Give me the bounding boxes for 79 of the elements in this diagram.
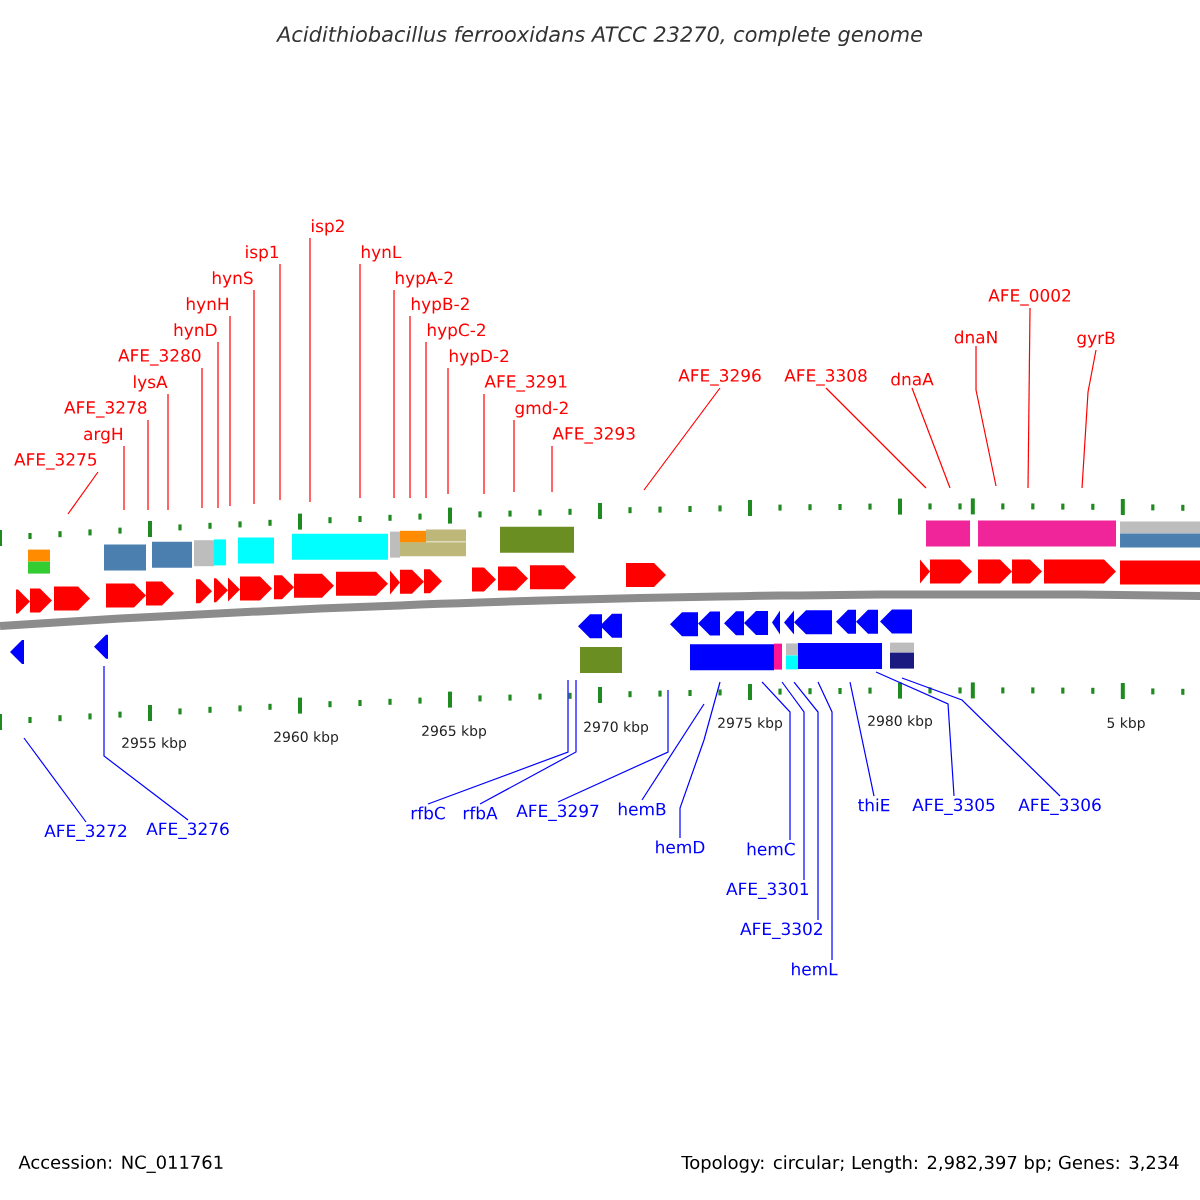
leader-line: [551, 445, 553, 493]
gene-label: hynL: [361, 245, 402, 262]
gene-label: dnaA: [891, 372, 934, 386]
leader-line: [1081, 349, 1097, 489]
leader-line: [279, 263, 281, 501]
title: Acidithiobacillus ferrooxidans ATCC 23270, complete genome: [275, 25, 923, 47]
gene-label: isp1: [246, 245, 279, 262]
gene-label: hypC-2: [427, 323, 485, 340]
gene-label: hemD: [656, 840, 705, 854]
leader-line: [409, 315, 411, 499]
gene-label: thiE: [858, 798, 890, 812]
gene-label: AFE_3297: [516, 804, 599, 821]
gene-label: AFE_0002: [988, 289, 1071, 306]
gene-label: AFE_3301: [726, 882, 809, 899]
gene-label: hypB-2: [411, 297, 469, 314]
gene-label: hemC: [747, 842, 795, 856]
leader-line: [849, 681, 875, 797]
leader-line: [309, 237, 311, 503]
gene-label: AFE_3291: [484, 375, 567, 392]
gene-label: AFE_3308: [784, 369, 867, 386]
leader-line: [147, 419, 149, 511]
gene-label: rfbA: [463, 806, 498, 820]
leader-line: [427, 679, 569, 805]
gene-label: gmd-2: [515, 401, 568, 418]
leader-line: [479, 679, 577, 805]
gene-label: AFE_3278: [64, 401, 147, 418]
leader-line: [217, 341, 219, 509]
leader-line: [641, 703, 705, 801]
footer-text: Topology: circular; Length: 2,982,397 bp; Genes: 3,234: [681, 1155, 1179, 1173]
gene-label: AFE_3276: [146, 822, 229, 839]
leader-line: [679, 681, 721, 839]
gene-label: hypA-2: [395, 271, 453, 288]
leader-line: [393, 289, 395, 499]
leader-line: [67, 471, 99, 515]
gene-label: lysA: [134, 375, 168, 392]
leader-line: [123, 445, 125, 511]
leader-line: [425, 341, 427, 499]
gene-label: rfbC: [411, 806, 445, 820]
leader-line: [911, 387, 951, 489]
leader-line: [793, 681, 819, 921]
leader-line: [359, 263, 361, 499]
leader-line: [761, 681, 791, 841]
leader-line: [229, 315, 231, 507]
leader-line: [1027, 307, 1031, 489]
gene-label: gyrB: [1077, 331, 1115, 348]
leader-line: [557, 689, 669, 803]
gene-label: hypD-2: [449, 349, 509, 366]
leader-line: [513, 419, 515, 493]
leader-line: [825, 387, 927, 489]
leader-line: [103, 665, 189, 821]
gene-label: hynD: [174, 323, 217, 340]
gene-label: AFE_3293: [552, 427, 635, 444]
gene-label: AFE_3272: [44, 824, 127, 841]
leader-line: [817, 681, 833, 961]
leader-line: [447, 367, 449, 495]
leader-line: [483, 393, 485, 495]
gene-label: hemB: [618, 802, 666, 816]
gene-label: AFE_3306: [1018, 798, 1101, 815]
gene-label: AFE_3305: [912, 798, 995, 815]
gene-label: AFE_3302: [740, 922, 822, 939]
gene-label: argH: [84, 427, 122, 444]
leader-line: [23, 737, 87, 823]
gene-label: isp2: [312, 219, 344, 236]
gene-label: dnaN: [954, 330, 997, 344]
leader-line: [201, 367, 203, 509]
gene-label: hynS: [212, 271, 253, 288]
leader-line: [643, 387, 721, 491]
leader-line: [975, 345, 997, 487]
leader-line: [901, 677, 1061, 797]
gene-label: AFE_3296: [678, 369, 761, 386]
gene-label: AFE_3275: [14, 453, 97, 470]
leader-line: [167, 393, 169, 511]
gene-label: hynH: [186, 297, 228, 314]
leader-line: [253, 289, 255, 505]
gene-label: AFE_3280: [118, 349, 201, 366]
leader-line: [781, 681, 805, 881]
footer-text: Accession: NC_011761: [18, 1155, 223, 1173]
gene-label: hemL: [792, 962, 838, 976]
leader-line: [875, 671, 955, 797]
